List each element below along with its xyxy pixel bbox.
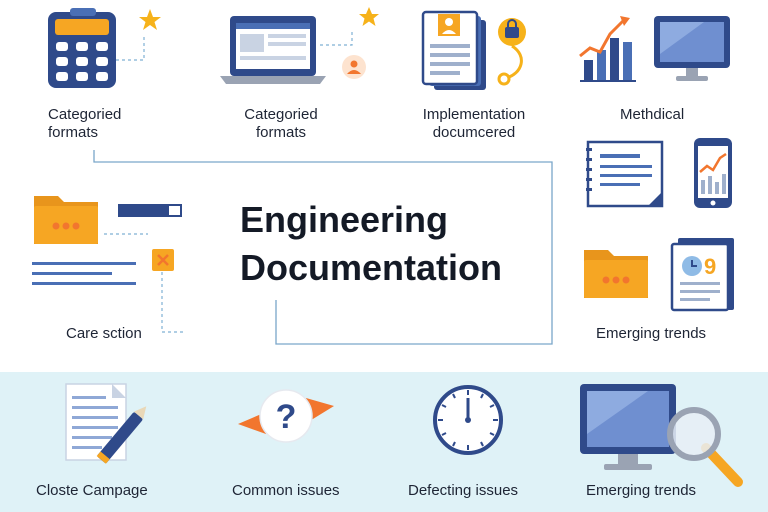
clock-icon (433, 385, 503, 455)
lock-icon (497, 18, 526, 86)
report-icon: 9 (670, 238, 734, 312)
page-title: Engineering Documentation (240, 199, 503, 288)
progress-bar (118, 204, 182, 217)
top-label-2: Categoried formats (244, 106, 318, 141)
bottom-label-4: Emerging trends (586, 482, 697, 499)
folder-icon (34, 196, 98, 244)
bottom-label-2: Common issues (232, 482, 340, 499)
star-icon (359, 7, 379, 26)
text-lines (32, 262, 136, 285)
calculator-icon (48, 8, 116, 88)
documents-icon (421, 10, 486, 90)
monitor-icon (654, 16, 730, 81)
star-icon (139, 9, 161, 30)
laptop-icon (220, 16, 326, 84)
right-section-label: Emerging trends (596, 325, 707, 342)
notebook-icon (586, 140, 664, 208)
document-pen-icon (65, 383, 147, 464)
bar-chart-icon (579, 16, 636, 82)
left-section-label: Care sction (66, 325, 142, 342)
phone-chart-icon (694, 138, 732, 208)
user-badge-icon (342, 55, 366, 79)
folder-icon (584, 250, 648, 298)
close-box-icon (152, 249, 174, 271)
top-label-3: Implementation documcered (422, 106, 526, 141)
svg-text:?: ? (276, 398, 297, 436)
bottom-label-1: Closte Campage (36, 482, 148, 499)
question-icon: ? (238, 389, 334, 443)
monitor-magnifier-icon (580, 384, 743, 487)
bottom-label-3: Defecting issues (408, 482, 519, 499)
top-label-4: Methdical (620, 106, 685, 123)
svg-text:9: 9 (704, 254, 716, 279)
top-label-1: Categoried formats (48, 106, 122, 141)
